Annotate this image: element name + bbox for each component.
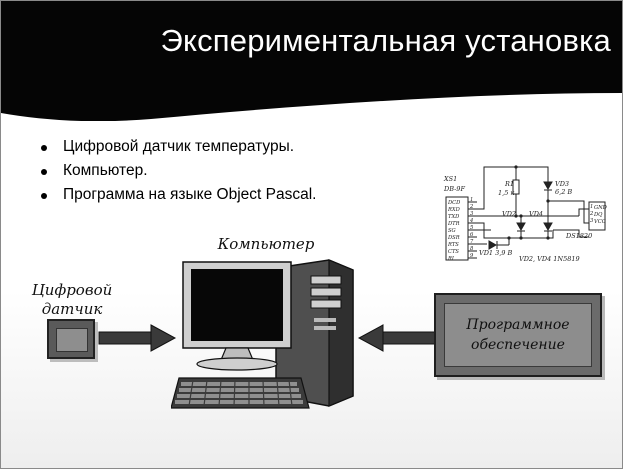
pin-label: DSR (447, 235, 460, 241)
bullet-list: Цифровой датчик температуры. Компьютер. … (39, 135, 316, 207)
pin-label: RTS (447, 242, 459, 248)
pin-label: SG (448, 228, 456, 234)
pin-number: 3 (470, 211, 474, 217)
computer-icon (171, 259, 354, 409)
software-panel: Программное обеспечение (444, 303, 592, 367)
pin-label: TXD (448, 214, 460, 220)
connector-name: XS1 (443, 175, 457, 183)
pin-number: 4 (469, 218, 473, 224)
chip-pin-label: VCC (594, 219, 606, 225)
connector-type: DB-9F (443, 185, 465, 193)
bullet-item: Цифровой датчик температуры. (39, 135, 316, 159)
pin-number: 8 (470, 246, 474, 252)
vd1-label: VD1 3,9 В (479, 249, 513, 257)
pin-label: RXD (447, 207, 461, 213)
circuit-schematic: XS1 DB-9F R1 1,5 к VD3 6,2 В VD2 VD4 VD1… (443, 165, 608, 263)
pin-number: 7 (470, 239, 474, 245)
sensor-icon (47, 319, 95, 359)
pin-number: 2 (469, 204, 473, 210)
pin-number: 1 (470, 197, 473, 203)
diode-note: VD2, VD4 1N5819 (519, 255, 580, 263)
pin-label: DCD (447, 200, 461, 206)
chip-pin-number: 3 (590, 218, 594, 224)
sensor-label: Цифровой датчик (31, 281, 113, 318)
software-label: Программное обеспечение (466, 317, 570, 353)
chip-pin-number: 2 (589, 211, 593, 217)
pin-number: 6 (470, 232, 474, 238)
r1-value: 1,5 к (498, 189, 514, 197)
arrow-right-icon (98, 324, 177, 352)
pin-label: CTS (448, 249, 459, 255)
pin-label: RI (447, 256, 455, 262)
pin-number: 9 (470, 253, 474, 259)
vd3-label: VD3 (555, 180, 569, 188)
pin-label: DTR (447, 221, 460, 227)
chip-name: DS1820 (565, 232, 592, 240)
bullet-item: Компьютер. (39, 159, 316, 183)
vd2-label: VD2 (502, 210, 516, 218)
chip-pin-label: DQ (593, 212, 603, 218)
chip-pin-number: 1 (590, 204, 593, 210)
vd3-value: 6,2 В (555, 188, 572, 196)
computer-label: Компьютер (217, 235, 315, 253)
r1-label: R1 (504, 180, 514, 188)
title-band (1, 1, 622, 121)
chip-pin-label: GND (594, 205, 608, 211)
pin-number: 5 (470, 225, 473, 231)
vd4-label: VD4 (529, 210, 543, 218)
arrow-left-icon (357, 324, 436, 352)
bullet-item: Программа на языке Object Pascal. (39, 183, 316, 207)
software-box: Программное обеспечение (434, 293, 602, 377)
slide-title: Экспериментальная установка (160, 23, 611, 58)
title-band-shape (1, 1, 622, 121)
